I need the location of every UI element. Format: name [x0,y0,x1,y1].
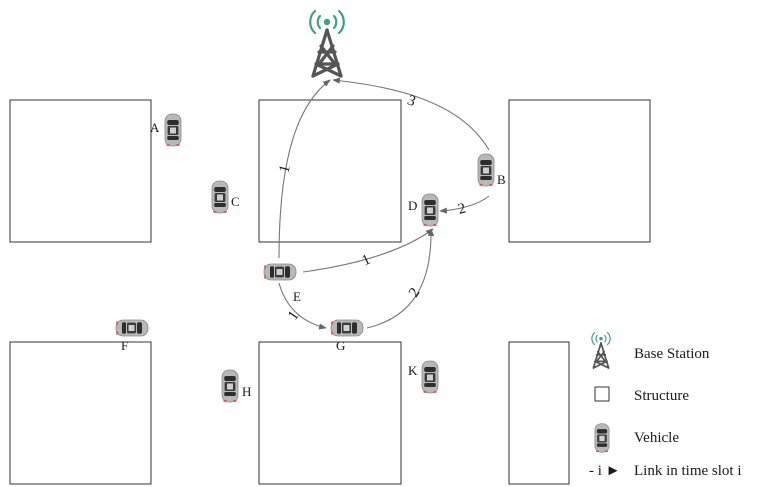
legend-link-label: Link in time slot i [634,463,742,479]
structure-bottom-right [508,341,570,485]
link-e-g [278,282,327,330]
link-g-d [366,228,435,329]
legend-base-station-icon [590,331,612,369]
link-label-b-basestation: 3 [405,92,418,110]
link-label-e-basestation: 1 [276,163,293,174]
vehicle-e-icon [263,263,297,281]
structure-bottom-middle [258,341,402,485]
link-e-d [302,228,434,273]
link-label-e-d: 1 [360,252,374,270]
link-b-basestation [332,77,490,151]
link-b-d [439,195,490,214]
structure-bottom-left [9,341,152,485]
vehicle-label-c: C [231,194,240,209]
legend-structure-icon [594,386,610,402]
structures [9,99,651,485]
vehicle-c-icon [211,180,229,214]
vehicle-b-icon [477,153,495,187]
vehicle-f-icon [115,319,149,337]
vehicle-label-e: E [293,289,301,304]
legend: Base Station Structure Vehicle - i ► Lin… [589,331,742,479]
vehicle-a-icon [164,113,182,147]
legend-link-symbol: - i ► [589,463,621,479]
vehicle-label-g: G [336,338,345,353]
base-station-tower-icon [308,9,346,78]
links [278,77,490,330]
vehicle-h-icon [221,369,239,403]
vehicle-label-h: H [242,384,251,399]
vehicle-k-icon [421,360,439,394]
legend-base-station-label: Base Station [634,346,710,362]
vehicle-g-icon [330,319,364,337]
legend-vehicle-label: Vehicle [634,430,679,446]
link-e-basestation [278,79,331,259]
legend-structure-label: Structure [634,388,689,404]
vehicle-label-b: B [497,172,506,187]
vehicle-labels: A B C D E F G H K [121,120,506,399]
vehicle-label-k: K [408,363,418,378]
vehicle-label-a: A [150,120,160,135]
structure-top-middle [258,99,402,243]
link-label-b-d: 2 [456,200,467,217]
vehicle-d-icon [421,193,439,227]
vehicle-label-d: D [408,198,417,213]
structure-top-left [9,99,152,243]
legend-vehicle-icon [594,423,610,453]
structure-top-right [508,99,651,243]
vehicle-label-f: F [121,338,128,353]
